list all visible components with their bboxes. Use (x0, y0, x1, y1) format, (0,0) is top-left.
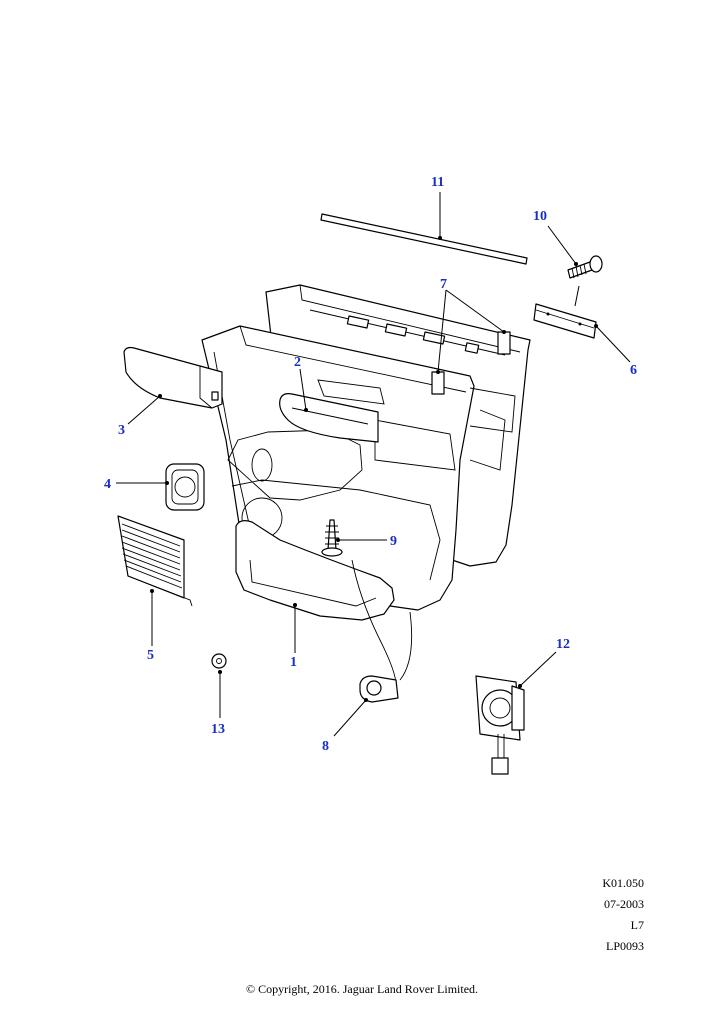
callout-8[interactable]: 8 (322, 739, 329, 754)
door-seal-strip (320, 213, 528, 265)
speaker-grille-large (117, 515, 193, 607)
callout-12[interactable]: 12 (556, 637, 570, 652)
callout-9[interactable]: 9 (390, 534, 397, 549)
callout-5[interactable]: 5 (147, 648, 154, 663)
trim-screw (567, 255, 603, 279)
illustration-id: LP0093 (605, 939, 644, 953)
leader-lines (116, 192, 631, 737)
washer (211, 653, 227, 669)
speaker-unit (475, 675, 525, 775)
callout-13[interactable]: 13 (211, 722, 225, 737)
speaker-grille-small (165, 463, 205, 511)
fir-tree-fastener (321, 519, 343, 557)
callout-6[interactable]: 6 (630, 363, 637, 378)
callout-2[interactable]: 2 (294, 355, 301, 370)
door-pull-handle (123, 346, 223, 409)
callout-3[interactable]: 3 (118, 423, 125, 438)
callout-11[interactable]: 11 (431, 175, 444, 190)
callout-4[interactable]: 4 (104, 477, 111, 492)
callout-10[interactable]: 10 (533, 209, 547, 224)
mounting-bracket (533, 303, 597, 339)
copyright-footer: © Copyright, 2016. Jaguar Land Rover Lim… (245, 982, 479, 996)
level-code: L7 (630, 918, 644, 932)
courtesy-lamp (351, 559, 413, 703)
revision-date: 07-2003 (604, 897, 644, 911)
ref-code: K01.050 (602, 876, 644, 890)
door-armrest-pocket (235, 520, 395, 621)
callout-7[interactable]: 7 (440, 277, 447, 292)
callout-1[interactable]: 1 (290, 655, 297, 670)
